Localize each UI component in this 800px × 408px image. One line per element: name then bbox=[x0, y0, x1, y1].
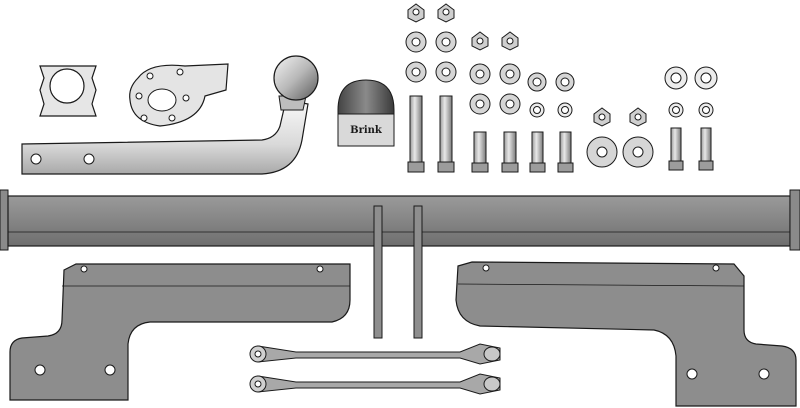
washer bbox=[469, 63, 491, 85]
spring-washer bbox=[529, 102, 545, 118]
washer bbox=[435, 61, 457, 83]
nut bbox=[437, 3, 455, 23]
washer bbox=[405, 61, 427, 83]
washer bbox=[469, 93, 491, 115]
washer bbox=[499, 93, 521, 115]
tow-ball-arm bbox=[21, 55, 319, 175]
nut bbox=[471, 31, 489, 51]
washer bbox=[664, 66, 688, 90]
washer bbox=[405, 31, 427, 53]
flat-washer-large bbox=[622, 136, 654, 168]
bolt-short bbox=[471, 131, 489, 173]
flat-washer-large bbox=[586, 136, 618, 168]
washer bbox=[694, 66, 718, 90]
cover-cap-label: Brink bbox=[350, 125, 383, 136]
bolt-short bbox=[501, 131, 519, 173]
tie-bar bbox=[249, 343, 501, 365]
side-bracket-left bbox=[9, 263, 351, 401]
nut bbox=[593, 107, 611, 127]
bolt-long bbox=[407, 95, 425, 173]
spring-washer bbox=[698, 102, 714, 118]
washer bbox=[527, 72, 547, 92]
spring-washer bbox=[668, 102, 684, 118]
crossbar bbox=[0, 189, 800, 251]
tie-bar bbox=[249, 373, 501, 395]
mounting-flange bbox=[129, 63, 229, 127]
nut bbox=[501, 31, 519, 51]
bolt-short bbox=[668, 127, 684, 171]
bolt-short bbox=[698, 127, 714, 171]
ball-cover-cap: Brink bbox=[337, 79, 395, 147]
clamp-plate bbox=[39, 65, 97, 117]
nut bbox=[407, 3, 425, 23]
bolt-short bbox=[557, 131, 574, 173]
spring-washer bbox=[557, 102, 573, 118]
bolt-short bbox=[529, 131, 546, 173]
hardware-set bbox=[405, 3, 718, 173]
bolt-long bbox=[437, 95, 455, 173]
washer bbox=[555, 72, 575, 92]
nut bbox=[629, 107, 647, 127]
center-bracket bbox=[373, 205, 423, 339]
washer bbox=[499, 63, 521, 85]
washer bbox=[435, 31, 457, 53]
side-bracket-right bbox=[455, 261, 797, 407]
